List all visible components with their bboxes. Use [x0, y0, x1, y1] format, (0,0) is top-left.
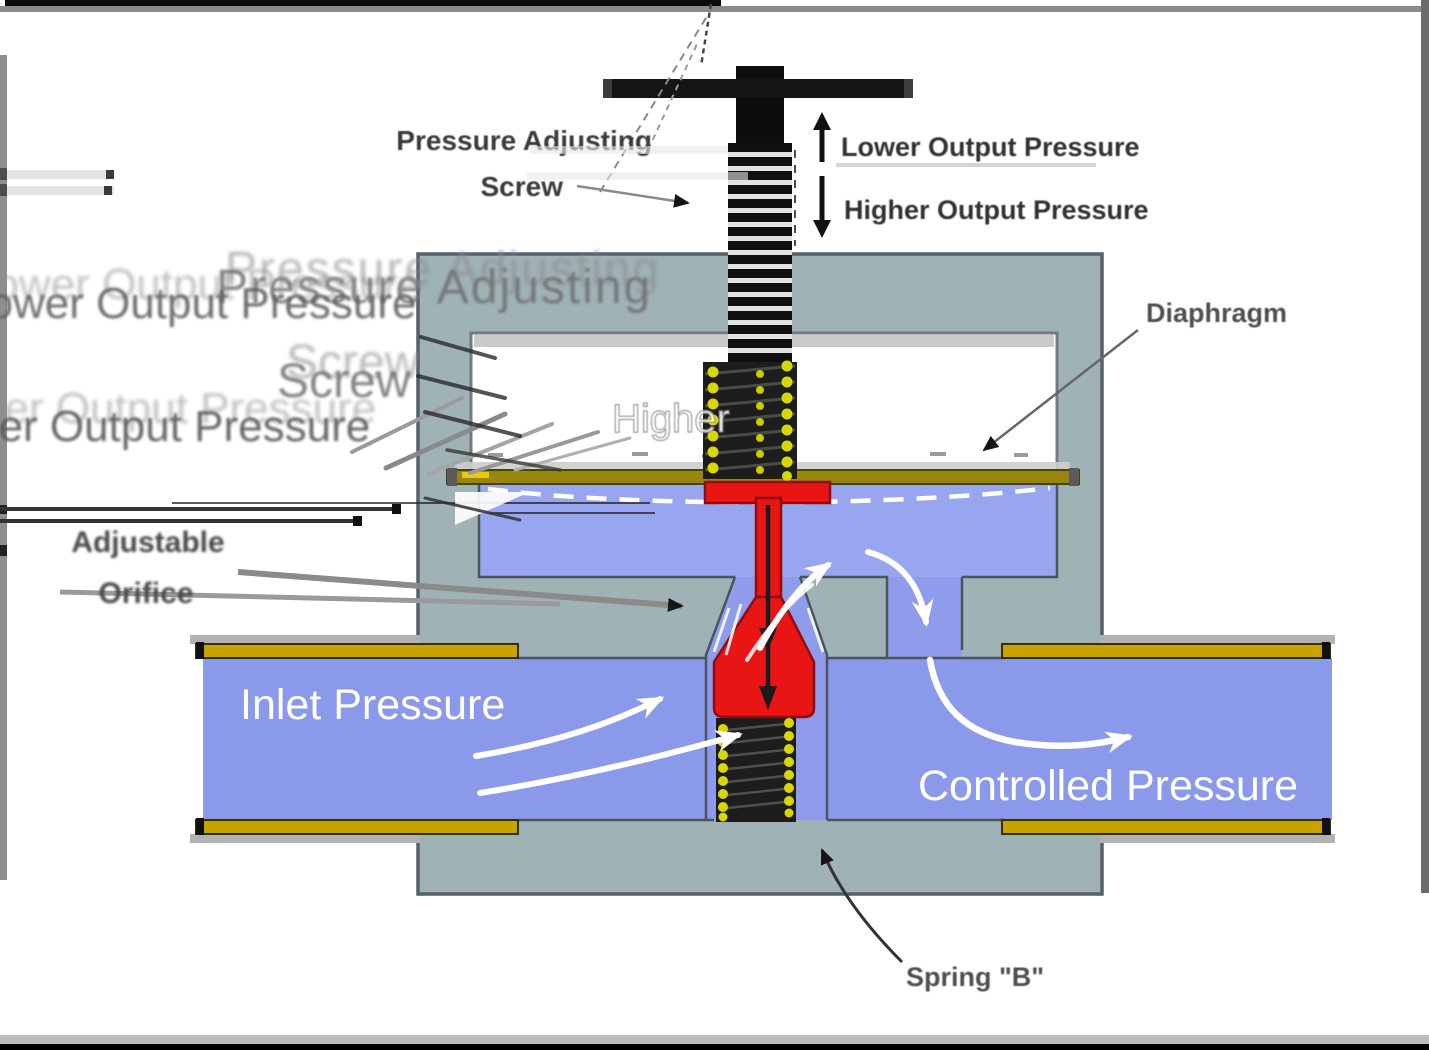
ghost-pressure-adjusting-2: Pressure Adjusting — [225, 243, 661, 296]
orifice-leader-ghost — [59, 589, 561, 607]
valve-assembly — [703, 480, 832, 719]
frame-left-grey — [0, 55, 7, 880]
outlet-flow-arrow — [926, 656, 1133, 754]
leader-lines — [0, 3, 1139, 964]
main-spring — [703, 360, 797, 481]
frame-bottom-black — [0, 1044, 1429, 1050]
frame-top-grey — [0, 6, 1429, 12]
label-spring-b: Spring "B" — [906, 962, 1044, 992]
seat-highlights — [712, 603, 825, 656]
spring-b — [716, 718, 796, 822]
ghost-higher-output-2: Higher Output Pressure — [0, 384, 376, 433]
frame-bottom-grey — [0, 1035, 1429, 1044]
ghost-labels: Pressure Adjusting Pressure Adjusting Sc… — [0, 243, 730, 451]
spring-b-leader — [820, 848, 904, 964]
ghost-leader-dashed-1 — [599, 7, 713, 193]
diaphragm-leader — [982, 329, 1139, 452]
pressure-adjusting-screw — [603, 66, 913, 369]
outlet-pipe-wall-top — [1001, 643, 1331, 659]
t-handle — [603, 79, 913, 98]
main-spring-coil-highlights — [707, 360, 793, 481]
ghost-pressure-adjusting-1: Pressure Adjusting — [216, 261, 652, 314]
ghost-streaks — [350, 335, 632, 525]
ghost-leader-dashed-2 — [647, 43, 698, 151]
inlet-pipe-bore — [203, 658, 712, 820]
poppet-valve — [712, 595, 816, 719]
label-adjustable: Adjustable — [71, 526, 224, 559]
label-higher-output-pressure: Higher Output Pressure — [844, 195, 1149, 225]
ghost-screw-2: Screw — [286, 336, 420, 389]
inlet-pipe-wall-top — [195, 643, 519, 659]
outlet-pipe-bore — [827, 658, 1332, 820]
inlet-flow-arrow-lower — [477, 730, 743, 796]
label-lower-output-pressure: Lower Output Pressure — [841, 132, 1140, 162]
ghost-higher-output-1: Higher Output Pressure — [0, 402, 370, 451]
primary-labels: Pressure Adjusting Screw Lower Output Pr… — [71, 125, 1298, 992]
orifice-leader — [237, 569, 684, 612]
ghost-lower-output-1: Lower Output Pressure — [0, 279, 416, 328]
outlet-pipe — [1001, 635, 1335, 843]
frame-top-black — [5, 0, 721, 6]
output-pressure-arrows — [794, 112, 1096, 246]
label-inlet-pressure: Inlet Pressure — [240, 681, 505, 729]
screw-shaft — [736, 66, 784, 146]
frame-right-grey — [1421, 0, 1429, 893]
inlet-pipe-wall-bottom — [195, 819, 519, 835]
outlet-pipe-wall-bottom — [1001, 819, 1331, 835]
ghost-lower-output-2: Lower Output Pressure — [0, 260, 422, 309]
label-diaphragm: Diaphragm — [1146, 298, 1287, 328]
inlet-flow-arrow-upper — [473, 696, 665, 759]
screw-threads — [728, 143, 792, 369]
passage-flow-arrow — [865, 549, 934, 627]
inlet-pipe — [190, 635, 519, 843]
ghost-screw-1: Screw — [277, 355, 411, 408]
ghost-word-higher: Higher — [612, 397, 730, 441]
orifice-flow-arrow — [757, 562, 833, 651]
label-orifice: Orifice — [98, 577, 193, 610]
screw-leader — [576, 184, 690, 208]
label-controlled-pressure: Controlled Pressure — [918, 762, 1298, 810]
flow-arrows — [473, 549, 1133, 796]
